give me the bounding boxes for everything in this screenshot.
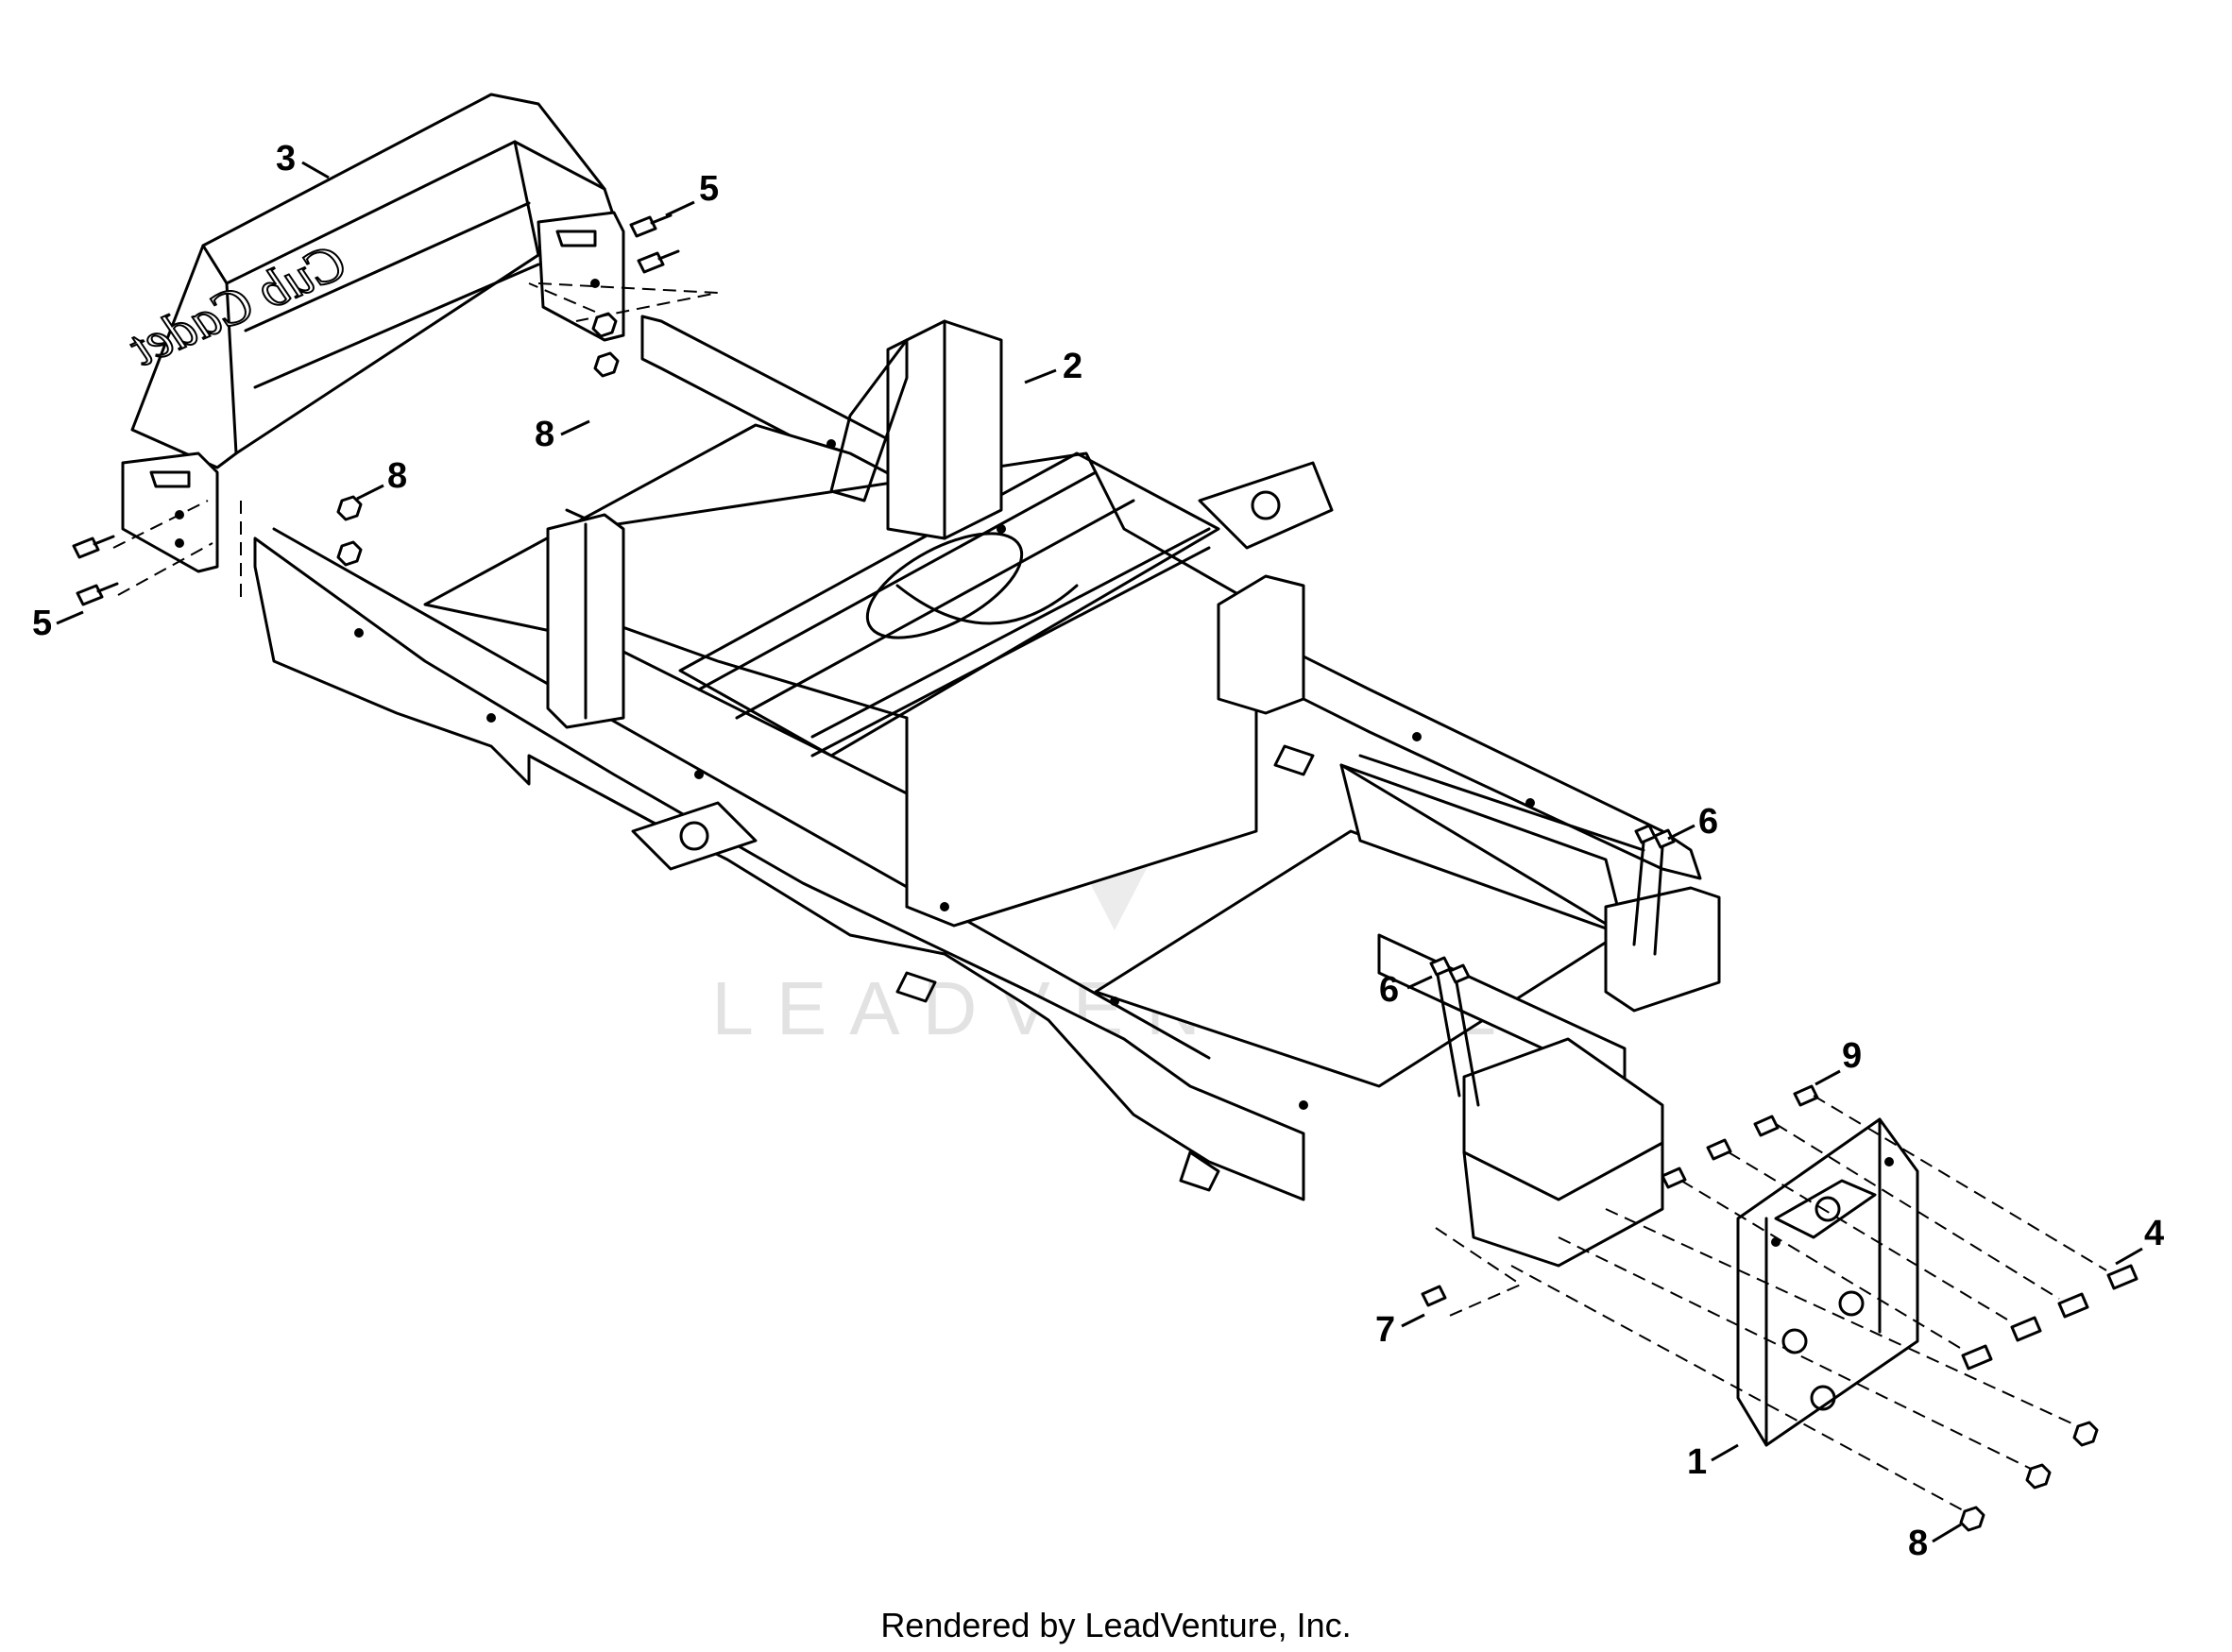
svg-text:8: 8	[387, 456, 407, 496]
bolt-5-lower-a	[72, 535, 115, 559]
nut-8-f	[2025, 1463, 2052, 1490]
part-3-seat-panel: Cub Cadet	[120, 93, 625, 573]
callout-6-left: 6	[1379, 970, 1433, 1010]
svg-text:9: 9	[1842, 1036, 1862, 1076]
bolt-4-d	[1961, 1344, 1993, 1371]
bolt-7	[1421, 1285, 1447, 1307]
svg-text:6: 6	[1379, 970, 1399, 1010]
svg-text:4: 4	[2144, 1214, 2164, 1253]
svg-text:3: 3	[276, 139, 296, 179]
callout-1: 1	[1687, 1442, 1739, 1482]
bolt-6-a	[1632, 824, 1657, 946]
bolt-6-c	[1429, 956, 1461, 1098]
svg-text:5: 5	[32, 604, 52, 643]
hardware	[72, 213, 2138, 1532]
bolt-5-lower-b	[76, 582, 119, 606]
nut-8-d	[336, 540, 363, 567]
bolt-6-d	[1448, 963, 1480, 1107]
callout-5-lower: 5	[32, 604, 84, 643]
svg-text:5: 5	[699, 169, 719, 209]
bolt-5-upper-b	[637, 249, 680, 274]
bolt-9-c	[1706, 1138, 1732, 1161]
callouts: 3 2 5 5 8 8 6 6	[32, 139, 2164, 1563]
callout-5-upper: 5	[665, 169, 719, 217]
footer-credit: Rendered by LeadVenture, Inc.	[880, 1606, 1352, 1644]
part-1-rear-plate	[1736, 1117, 1919, 1447]
nut-8-g	[1959, 1506, 1985, 1532]
assembly-lines	[112, 282, 2107, 1512]
bolt-4-c	[2010, 1316, 2042, 1342]
callout-6-right: 6	[1667, 802, 1718, 842]
bolt-9-b	[1753, 1115, 1780, 1137]
callout-8-upper: 8	[535, 415, 590, 454]
bolt-9-d	[1661, 1167, 1687, 1189]
nut-8-e	[2072, 1421, 2099, 1447]
bolt-4-b	[2057, 1292, 2089, 1319]
svg-text:7: 7	[1375, 1310, 1395, 1350]
callout-8-mid: 8	[356, 456, 407, 501]
callout-3: 3	[276, 139, 330, 179]
callout-2: 2	[1024, 347, 1082, 386]
bolt-6-b	[1653, 828, 1676, 956]
svg-text:1: 1	[1687, 1442, 1707, 1482]
callout-9: 9	[1815, 1036, 1862, 1086]
part-2-main-frame	[253, 315, 1721, 1268]
nut-8-c	[336, 495, 363, 521]
svg-text:8: 8	[1908, 1524, 1928, 1563]
callout-8-lower: 8	[1908, 1523, 1962, 1563]
callout-4: 4	[2115, 1214, 2164, 1266]
nut-8-a	[591, 312, 618, 338]
callout-7: 7	[1375, 1310, 1425, 1350]
bolt-5-upper-a	[629, 213, 673, 238]
svg-text:8: 8	[535, 415, 554, 454]
bolt-4-a	[2106, 1264, 2138, 1290]
svg-text:6: 6	[1698, 802, 1718, 842]
nut-8-b	[593, 351, 620, 378]
svg-text:2: 2	[1063, 347, 1082, 386]
